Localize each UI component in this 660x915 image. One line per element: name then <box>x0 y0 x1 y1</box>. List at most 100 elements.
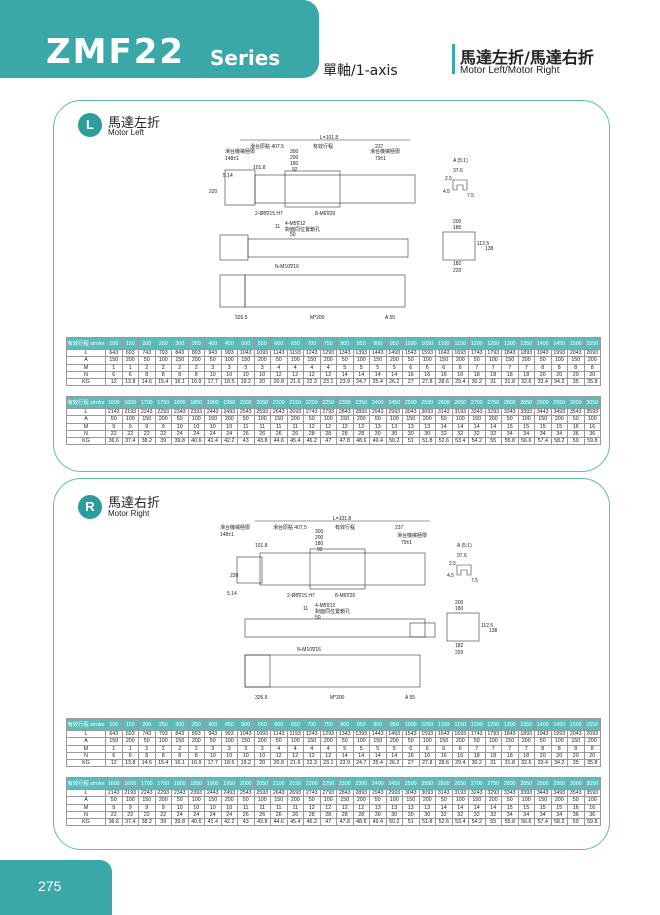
spec-cell: 51.8 <box>418 818 436 827</box>
spec-cell: 150 <box>138 796 156 805</box>
spec-cell: 150 <box>501 737 519 746</box>
tap-m5: 4-M5∇12 <box>315 603 336 609</box>
spec-cell: 12 <box>286 370 304 380</box>
spec-cell: 2043 <box>567 348 585 358</box>
spec-cell: 4 <box>270 363 288 372</box>
stroke-cell: 1100 <box>435 337 453 350</box>
spec-cell: 20 <box>567 370 585 380</box>
end-138: 138 <box>485 246 494 252</box>
spec-cell: 3093 <box>418 407 436 417</box>
spec-cell: 1093 <box>253 348 271 358</box>
spec-cell: 5 <box>336 744 354 753</box>
series-title: ZMF22 <box>46 32 186 72</box>
spec-cell: 59.8 <box>583 818 601 827</box>
spec-cell: 13 <box>369 422 387 431</box>
spec-cell: 3193 <box>451 407 469 417</box>
spec-cell: 943 <box>204 348 222 358</box>
spec-cell: 150 <box>105 737 123 746</box>
spec-cell: 39.8 <box>171 818 189 827</box>
spec-cell: 10 <box>220 422 238 431</box>
spec-cell: 5 <box>369 363 387 372</box>
dim-25: 2.5 <box>449 561 456 567</box>
stroke-cell: 650 <box>286 718 304 731</box>
spec-cell: 3593 <box>583 788 601 798</box>
stroke-cell: 1850 <box>187 777 205 790</box>
spec-cell: 18 <box>501 370 519 380</box>
spec-cell: 3243 <box>468 788 486 798</box>
spec-cell: 39 <box>154 818 172 827</box>
stroke-cell: 100 <box>105 718 123 731</box>
spec-cell: 6 <box>121 751 139 761</box>
stroke-cell: 1700 <box>138 777 156 790</box>
spec-cell: 50 <box>567 415 585 424</box>
stroke-cell: 1800 <box>171 777 189 790</box>
spec-cell: 1043 <box>237 729 255 739</box>
spec-cell: 7 <box>468 744 486 753</box>
spec-cell: 200 <box>352 796 370 805</box>
dim-75: 7.5 <box>471 578 478 584</box>
spec-cell: 16 <box>583 803 601 812</box>
spec-cell: 1943 <box>534 729 552 739</box>
spec-cell: 1493 <box>385 729 403 739</box>
spec-cell: 9 <box>138 422 156 431</box>
spec-cell: 150 <box>402 415 420 424</box>
dim-376: 37.6 <box>457 553 467 559</box>
stroke-cell: 2150 <box>286 777 304 790</box>
spec-cell: 1243 <box>303 348 321 358</box>
spec-cell: 15.4 <box>154 378 172 387</box>
spec-cell: 30 <box>385 429 403 439</box>
stroke-cell: 2400 <box>369 777 387 790</box>
spec-cell: 1293 <box>319 348 337 358</box>
spec-cell: 30 <box>418 810 436 820</box>
row-label: M <box>66 744 106 753</box>
spec-cell: 150 <box>567 356 585 365</box>
dim-300: 300 <box>290 149 299 155</box>
spec-cell: 150 <box>237 737 255 746</box>
spec-cell: 41.4 <box>204 818 222 827</box>
spec-cell: 28 <box>303 810 321 820</box>
spec-cell: 2343 <box>171 407 189 417</box>
motor-title-en: Motor Left/Motor Right <box>460 65 560 76</box>
spec-cell: 53.4 <box>451 437 469 446</box>
spec-cell: 2393 <box>187 407 205 417</box>
spec-cell: 12 <box>105 378 123 387</box>
spec-cell: 13 <box>385 803 403 812</box>
spec-cell: 200 <box>286 796 304 805</box>
spec-cell: 27 <box>402 759 420 768</box>
spec-cell: 18.5 <box>220 759 238 768</box>
spec-cell: 793 <box>154 348 172 358</box>
stroke-cell: 550 <box>253 718 271 731</box>
spec-cell: 12 <box>105 759 123 768</box>
spec-cell: 2843 <box>336 788 354 798</box>
stroke-cell: 850 <box>352 337 370 350</box>
stroke-cell: 1300 <box>501 718 519 731</box>
spec-cell: 1193 <box>286 729 304 739</box>
spec-cell: 32.6 <box>517 378 535 387</box>
end-220: 220 <box>453 268 462 274</box>
spec-cell: 12 <box>319 370 337 380</box>
spec-cell: 43 <box>237 818 255 827</box>
spec-cell: 14 <box>451 803 469 812</box>
spec-cell: 8 <box>154 751 172 761</box>
spec-cell: 6 <box>435 363 453 372</box>
spec-cell: 150 <box>435 356 453 365</box>
dim-220: 220 <box>209 189 218 195</box>
stroke-cell: 1700 <box>138 396 156 409</box>
stroke-cell: 1350 <box>517 337 535 350</box>
stroke-cell: 850 <box>352 718 370 731</box>
spec-cell: 18 <box>468 751 486 761</box>
spec-cell: 10 <box>171 803 189 812</box>
stroke-cell: 100 <box>105 337 123 350</box>
spec-cell: 36.6 <box>105 818 123 827</box>
spec-cell: 9 <box>154 422 172 431</box>
spec-cell: 32 <box>484 810 502 820</box>
stroke-cell: 2650 <box>451 777 469 790</box>
spec-cell: 27 <box>402 378 420 387</box>
spec-cell: 3543 <box>567 788 585 798</box>
stroke-cell: 2750 <box>484 777 502 790</box>
spec-cell: 2093 <box>583 348 601 358</box>
spec-cell: 10 <box>187 803 205 812</box>
